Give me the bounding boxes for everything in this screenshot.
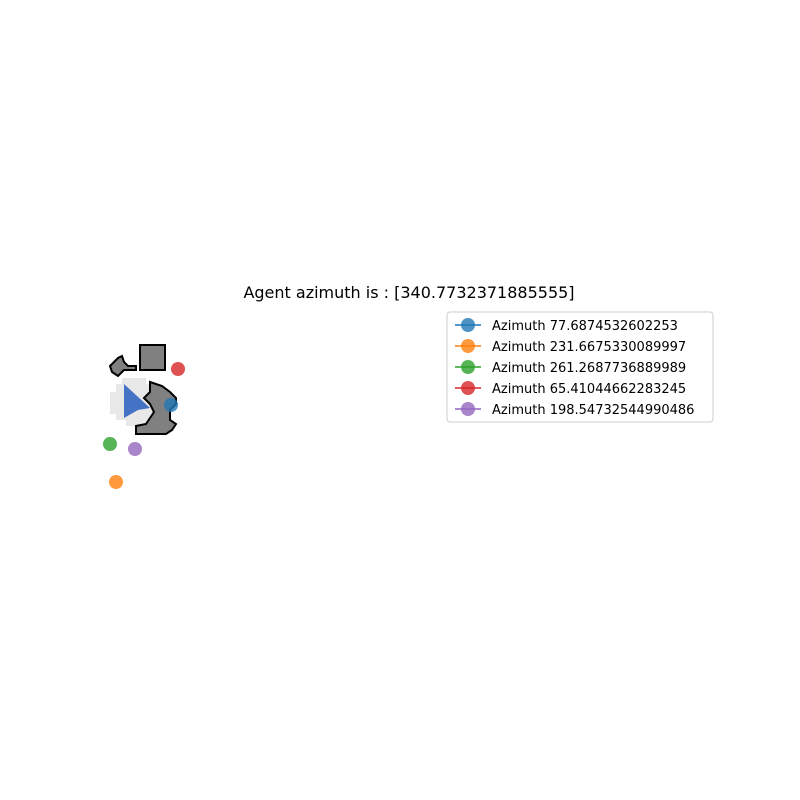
legend-marker (461, 381, 475, 395)
legend-label: Azimuth 261.2687736889989 (492, 361, 686, 376)
marker-azimuth-65 (171, 362, 185, 376)
agent-arrow-icon (124, 384, 150, 418)
legend-frame (446, 311, 714, 423)
legend-entry: Azimuth 231.6675330089997 (455, 339, 686, 355)
scatter-points (103, 362, 185, 489)
legend-marker (461, 339, 475, 353)
legend-entry: Azimuth 261.2687736889989 (455, 360, 686, 376)
chart-title: Agent azimuth is : [340.7732371885555] (243, 283, 574, 302)
legend-marker (461, 360, 475, 374)
legend-label: Azimuth 231.6675330089997 (492, 340, 686, 355)
legend-marker (461, 318, 475, 332)
marker-azimuth-261 (103, 437, 117, 451)
legend-entry: Azimuth 65.41044662283245 (455, 381, 686, 397)
occupancy-map (108, 344, 178, 435)
legend-entry: Azimuth 77.6874532602253 (455, 318, 678, 334)
marker-azimuth-77 (164, 398, 178, 412)
legend-marker (461, 402, 475, 416)
legend-label: Azimuth 77.6874532602253 (492, 319, 678, 334)
marker-azimuth-198 (128, 442, 142, 456)
obstacle-region (108, 344, 178, 435)
legend-label: Azimuth 65.41044662283245 (492, 382, 686, 397)
legend-label: Azimuth 198.54732544990486 (492, 403, 694, 418)
marker-azimuth-231 (109, 475, 123, 489)
legend-entry: Azimuth 198.54732544990486 (455, 402, 694, 418)
